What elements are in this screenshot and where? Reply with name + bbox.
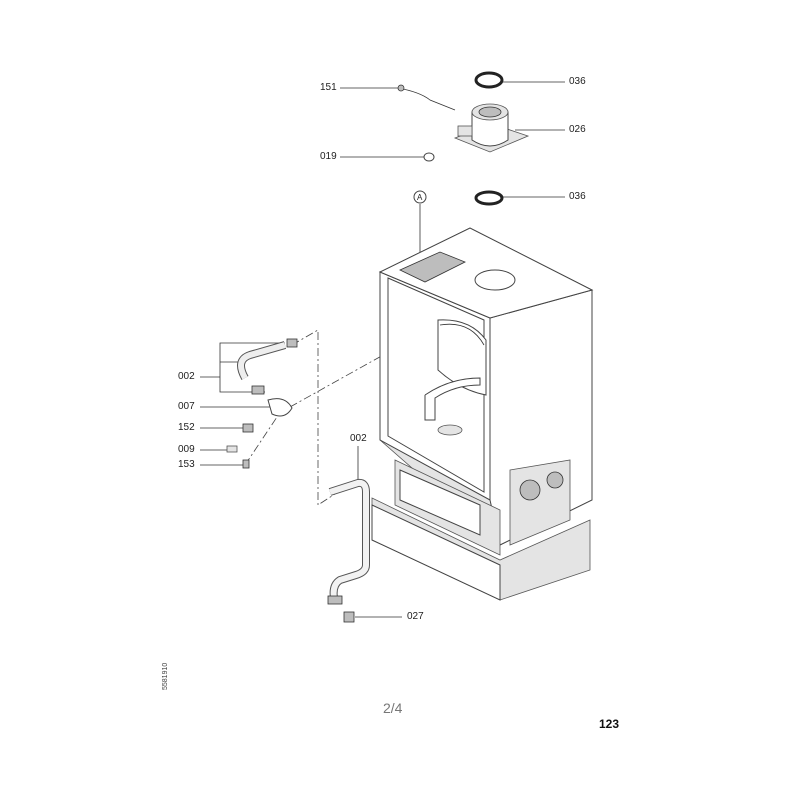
flue-adapter [397, 71, 530, 206]
page-fraction: 2/4 [383, 700, 403, 716]
callout-036-top: 036 [569, 76, 586, 87]
document-number: 5581910 [162, 662, 169, 690]
callout-019: 019 [320, 151, 337, 162]
callout-007: 007 [178, 401, 195, 412]
leader-lines [200, 81, 565, 618]
page-number: 123 [599, 717, 620, 731]
hose-parts [226, 338, 298, 469]
callout-009: 009 [178, 444, 195, 455]
control-unit [371, 459, 591, 601]
callout-153: 153 [178, 459, 195, 470]
marker-a: A [417, 193, 423, 202]
callout-151: 151 [320, 82, 337, 93]
callout-152: 152 [178, 422, 195, 433]
callout-002-pipe: 002 [350, 433, 367, 444]
callout-027: 027 [407, 611, 424, 622]
pipe-002 [327, 478, 370, 623]
callout-002-left: 002 [178, 371, 195, 382]
callout-036-mid: 036 [569, 191, 586, 202]
callout-026: 026 [569, 124, 586, 135]
